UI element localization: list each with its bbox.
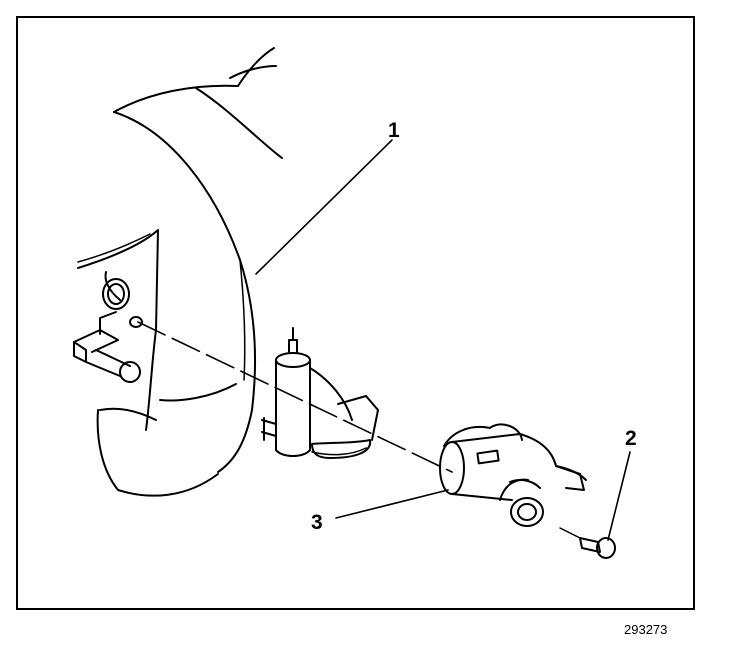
- figure-frame: [16, 16, 695, 610]
- callout-2-label: 2: [625, 427, 637, 450]
- body-panel: [77, 229, 237, 497]
- callout-1-label: 1: [388, 119, 400, 142]
- leader-line-2: [607, 451, 631, 541]
- callout-3-label: 3: [311, 511, 323, 534]
- pump-module: [439, 423, 587, 527]
- mounting-base: [309, 367, 379, 459]
- wheelhouse-liner: [113, 47, 283, 473]
- bolt: [559, 527, 616, 559]
- figure-number: 293273: [624, 622, 668, 637]
- leader-line-1: [255, 139, 393, 275]
- leader-line-3: [335, 489, 449, 519]
- hitch-bracket: [73, 311, 141, 383]
- canister: [261, 327, 311, 457]
- alignment-line: [137, 321, 453, 473]
